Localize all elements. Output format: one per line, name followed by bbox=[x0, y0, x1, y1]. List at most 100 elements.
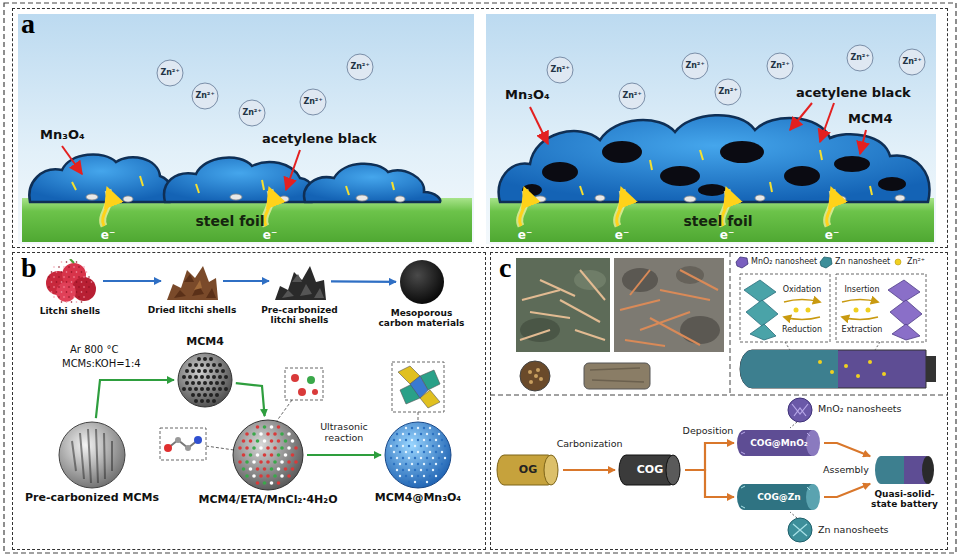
node-illustration bbox=[245, 446, 249, 450]
battery-artwork bbox=[660, 290, 710, 300]
text-label: Mn₃O₄ bbox=[40, 128, 85, 143]
figure-caption: MCM4@Mn₃O₄ bbox=[374, 492, 462, 505]
node-illustration bbox=[417, 463, 419, 465]
node-illustration bbox=[417, 439, 419, 441]
node-illustration bbox=[88, 276, 90, 278]
electrode-scene bbox=[62, 103, 866, 190]
node-illustration bbox=[56, 291, 58, 293]
node-illustration bbox=[68, 276, 70, 278]
node-illustration bbox=[423, 451, 425, 453]
node-illustration bbox=[280, 432, 284, 436]
node-illustration bbox=[280, 460, 284, 464]
node-illustration bbox=[432, 457, 434, 459]
node-illustration bbox=[221, 381, 225, 385]
electrode-scene bbox=[22, 198, 472, 242]
synthesis-insets bbox=[307, 376, 315, 384]
node-illustration bbox=[429, 427, 431, 429]
flow-arrow bbox=[563, 469, 615, 471]
node-illustration bbox=[272, 260, 328, 302]
electrode-scene bbox=[103, 190, 110, 226]
node-illustration bbox=[197, 369, 201, 373]
node-illustration bbox=[393, 463, 395, 465]
node-illustration bbox=[78, 296, 80, 298]
electrode-scene bbox=[196, 184, 199, 193]
node-illustration bbox=[209, 381, 213, 385]
node-illustration bbox=[200, 375, 204, 379]
node-illustration bbox=[76, 291, 78, 293]
electrode-scene bbox=[265, 190, 272, 226]
node-illustration bbox=[188, 387, 192, 391]
node-illustration bbox=[423, 439, 425, 441]
node-illustration bbox=[71, 271, 73, 273]
node-illustration bbox=[294, 446, 298, 450]
electrode-scene bbox=[870, 186, 872, 195]
battery-artwork bbox=[806, 308, 811, 313]
node-illustration bbox=[233, 420, 303, 490]
node-illustration bbox=[203, 369, 207, 373]
node-illustration bbox=[396, 445, 398, 447]
text-label: e⁻ bbox=[825, 229, 839, 243]
battery-artwork bbox=[590, 368, 644, 382]
node-illustration bbox=[399, 475, 401, 477]
node-illustration bbox=[73, 296, 75, 298]
node-illustration bbox=[414, 445, 416, 447]
node-illustration bbox=[48, 276, 50, 278]
battery-artwork bbox=[744, 280, 776, 302]
legend-sample bbox=[895, 259, 901, 265]
node-illustration bbox=[405, 463, 407, 465]
node-illustration bbox=[76, 281, 78, 283]
electrode-scene bbox=[164, 158, 315, 202]
text-label: e⁻ bbox=[518, 229, 532, 243]
electrode-scene bbox=[542, 162, 578, 182]
node-illustration bbox=[218, 387, 222, 391]
node-illustration bbox=[53, 276, 55, 278]
node-illustration bbox=[209, 357, 213, 361]
node-illustration bbox=[385, 422, 451, 488]
battery-artwork bbox=[614, 258, 724, 352]
node-illustration bbox=[256, 439, 260, 443]
node-illustration bbox=[411, 427, 413, 429]
node-illustration bbox=[263, 439, 267, 443]
node-illustration bbox=[242, 439, 246, 443]
electrode-scene bbox=[239, 100, 265, 126]
flow-arrow bbox=[331, 280, 396, 283]
text-label: MCM4 bbox=[848, 112, 892, 127]
node-illustration bbox=[420, 445, 422, 447]
node-illustration bbox=[51, 271, 53, 273]
node-illustration bbox=[256, 481, 260, 485]
text-label: e⁻ bbox=[263, 229, 277, 243]
battery-artwork bbox=[580, 270, 605, 300]
node-illustration bbox=[435, 475, 437, 477]
synthesis-insets bbox=[168, 440, 198, 448]
panel-frame: a bbox=[12, 8, 948, 248]
figure-caption: MCM4/ETA/MnCl₂·4H₂O bbox=[198, 494, 338, 507]
text-label: Deposition bbox=[683, 426, 734, 437]
node-illustration bbox=[390, 457, 392, 459]
electrode-scene bbox=[660, 166, 700, 186]
node-illustration bbox=[197, 393, 201, 397]
node-illustration bbox=[68, 286, 70, 288]
battery-artwork bbox=[790, 422, 797, 428]
panel-frame: cOGCOGCOG@MnO₂COG@ZnQuasi-solid-state ba… bbox=[490, 252, 948, 550]
node-illustration bbox=[58, 421, 126, 489]
node-illustration bbox=[194, 363, 198, 367]
battery-artwork bbox=[680, 316, 720, 344]
text-label: Zn²⁺ bbox=[770, 61, 789, 70]
legend-text: Zn nanosheet bbox=[835, 257, 890, 266]
node-illustration bbox=[399, 259, 445, 305]
node-illustration bbox=[58, 286, 60, 288]
synthesis-insets bbox=[160, 428, 206, 460]
electrode-scene bbox=[230, 194, 242, 200]
electrode-scene bbox=[767, 53, 793, 79]
node-illustration bbox=[411, 439, 413, 441]
node-illustration bbox=[411, 475, 413, 477]
node-illustration bbox=[429, 439, 431, 441]
electrode-scene bbox=[157, 45, 925, 126]
node-illustration bbox=[259, 446, 263, 450]
node-illustration bbox=[287, 446, 291, 450]
electrode-scene bbox=[595, 195, 605, 201]
electrode-scene bbox=[684, 196, 696, 202]
node-illustration bbox=[408, 433, 410, 435]
